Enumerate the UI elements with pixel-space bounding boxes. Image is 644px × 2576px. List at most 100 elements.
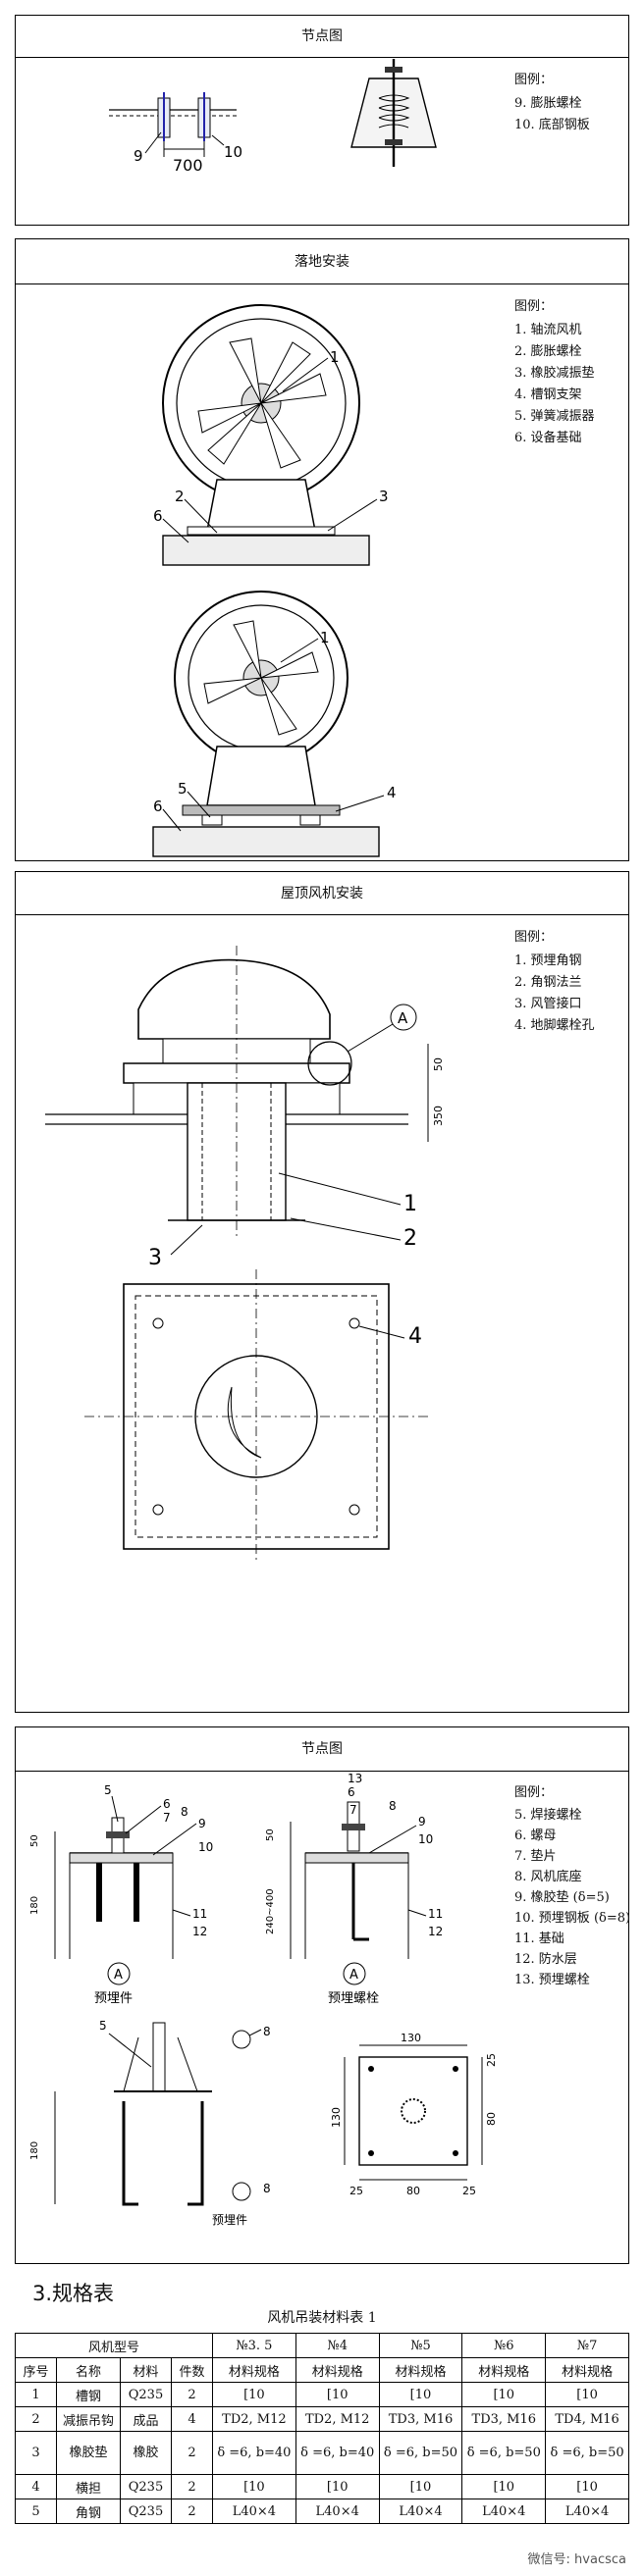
callout-1: 1: [320, 629, 330, 646]
legend-item: 13. 预埋螺栓: [514, 1973, 590, 1987]
callout-12: 12: [428, 1925, 443, 1938]
nut: [385, 67, 402, 73]
table-cell: Q235: [120, 2474, 172, 2499]
caption-embedded-bolt: 预埋螺栓: [328, 1991, 379, 2006]
nut: [385, 139, 402, 145]
anchor-node-drawing: 50 180 5 6 7 8 9 10 11 12 A 预埋件 50 240~4…: [29, 1773, 498, 2227]
table-header-cell: 材料规格: [295, 2357, 380, 2383]
table-cell: 4: [15, 2474, 57, 2499]
callout-5: 5: [178, 780, 188, 798]
spring: [378, 94, 410, 129]
leader: [368, 1825, 417, 1854]
panel-title: 落地安装: [16, 239, 628, 284]
panel-roof-fan-installation: 屋顶风机安装 图例： 1. 预埋角钢 2. 角钢法兰 3. 风管接口 4. 地脚…: [15, 871, 629, 1713]
leader: [248, 2029, 262, 2036]
leader: [358, 1325, 405, 1339]
table-cell: Q235: [120, 2382, 172, 2407]
table-header-cell: 材料规格: [212, 2357, 296, 2383]
table-cell: 5: [15, 2499, 57, 2524]
table-cell: Q235: [120, 2499, 172, 2524]
axial-fan-upper: [162, 304, 360, 536]
axial-fan-floor-drawing: 1 2 3 6 1 4 5 6: [152, 304, 397, 857]
leader: [278, 1172, 402, 1206]
table-header-cell: 名称: [56, 2357, 121, 2383]
dim-130-top: 130: [401, 2032, 421, 2044]
callout-5: 5: [104, 1783, 112, 1797]
leader: [162, 808, 182, 832]
legend-item: 8. 风机底座: [514, 1870, 582, 1884]
legend: 图例： 5. 焊接螺栓 6. 螺母 7. 垫片 8. 风机底座 9. 橡胶垫 (…: [514, 1782, 630, 1990]
legend: 图例： 9. 膨胀螺栓 10. 底部钢板: [514, 70, 590, 136]
callout-6: 6: [153, 507, 163, 525]
callout-4: 4: [387, 784, 397, 801]
dim-80: 80: [406, 2185, 420, 2197]
legend-item: 1. 预埋角钢: [514, 953, 582, 968]
leader: [144, 131, 162, 154]
table-cell: L40×4: [545, 2499, 629, 2524]
table-cell: TD3, M16: [378, 2406, 463, 2432]
table-cell: [10: [461, 2474, 547, 2499]
callout-11: 11: [192, 1907, 207, 1921]
callout-3: 3: [148, 1246, 162, 1270]
table-row: 4 横担 Q235 2 [10 [10 [10 [10 [10: [15, 2474, 629, 2499]
table-header-cell: 件数: [171, 2357, 213, 2383]
bolt-node-drawing: 700 9 10: [109, 59, 437, 175]
detail-mark-label: A: [398, 1009, 408, 1027]
dim-80: 80: [485, 2112, 498, 2126]
legend: 图例： 1. 轴流风机 2. 膨胀螺栓 3. 橡胶减振垫 4. 槽钢支架 5. …: [514, 296, 595, 449]
panel-node-detail-1: 节点图 图例： 9. 膨胀螺栓 10. 底部钢板 700 9 10: [15, 15, 629, 226]
leader: [162, 518, 189, 543]
table-cell: [10: [295, 2474, 380, 2499]
legend-item: 3. 风管接口: [514, 997, 582, 1011]
foundation-upper: [162, 535, 370, 566]
legend-title: 图例：: [514, 1785, 554, 1800]
embedded-bolt-detail: [290, 1801, 409, 1959]
legend-item: 7. 垫片: [514, 1849, 557, 1864]
legend-item: 10. 预埋钢板 (δ=8): [514, 1911, 631, 1926]
callout-13: 13: [348, 1773, 362, 1785]
table-cell: δ =6, b=50: [378, 2431, 463, 2475]
detail-circle: [232, 2182, 251, 2201]
table-header-cell: №5: [378, 2333, 463, 2358]
callout-10: 10: [224, 143, 242, 161]
table-row: 5 角钢 Q235 2 L40×4 L40×4 L40×4 L40×4 L40×…: [15, 2499, 629, 2524]
callout-9: 9: [134, 147, 143, 165]
legend-title: 图例：: [514, 299, 554, 314]
table-cell: δ =6, b=40: [295, 2431, 380, 2475]
foundation-lower: [152, 826, 380, 857]
callout-6: 6: [163, 1797, 171, 1811]
caption-embedded-part-bottom: 预埋件: [212, 2213, 247, 2227]
detail-mark-A: [107, 1962, 131, 1985]
dim-25: 25: [462, 2185, 476, 2197]
mark-A-label: A: [114, 1968, 123, 1983]
table-cell: 3: [15, 2431, 57, 2475]
table-cell: TD2, M12: [212, 2406, 296, 2432]
callout-5: 5: [99, 2019, 107, 2033]
panel-title: 屋顶风机安装: [16, 872, 628, 915]
callout-2: 2: [403, 1226, 417, 1251]
callout-6: 6: [348, 1785, 355, 1799]
table-cell: 橡胶垫: [56, 2431, 121, 2475]
leader: [347, 1023, 394, 1053]
table-header-cell: 序号: [15, 2357, 57, 2383]
dim-180: 180: [29, 2141, 40, 2160]
leader: [327, 498, 378, 532]
detail-mark-A: [390, 1004, 417, 1031]
callout-9: 9: [198, 1817, 206, 1830]
panel-floor-installation: 落地安装 图例： 1. 轴流风机 2. 膨胀螺栓 3. 橡胶减振垫 4. 槽钢支…: [15, 238, 629, 861]
table-cell: [10: [212, 2474, 296, 2499]
leader: [280, 638, 319, 663]
leader: [184, 498, 218, 534]
table-cell: δ =6, b=40: [212, 2431, 296, 2475]
callout-10: 10: [418, 1832, 433, 1846]
legend-item: 9. 膨胀螺栓: [514, 96, 582, 111]
table-cell: 减振吊钩: [56, 2406, 121, 2432]
legend-title: 图例：: [514, 73, 554, 87]
dim-240-400: 240~400: [265, 1888, 276, 1934]
callout-11: 11: [428, 1907, 443, 1921]
leader: [152, 1823, 197, 1856]
table-cell: [10: [212, 2382, 296, 2407]
callout-8: 8: [181, 1805, 188, 1819]
legend-title: 图例：: [514, 930, 554, 945]
table-row: 1 槽钢 Q235 2 [10 [10 [10 [10 [10: [15, 2382, 629, 2407]
